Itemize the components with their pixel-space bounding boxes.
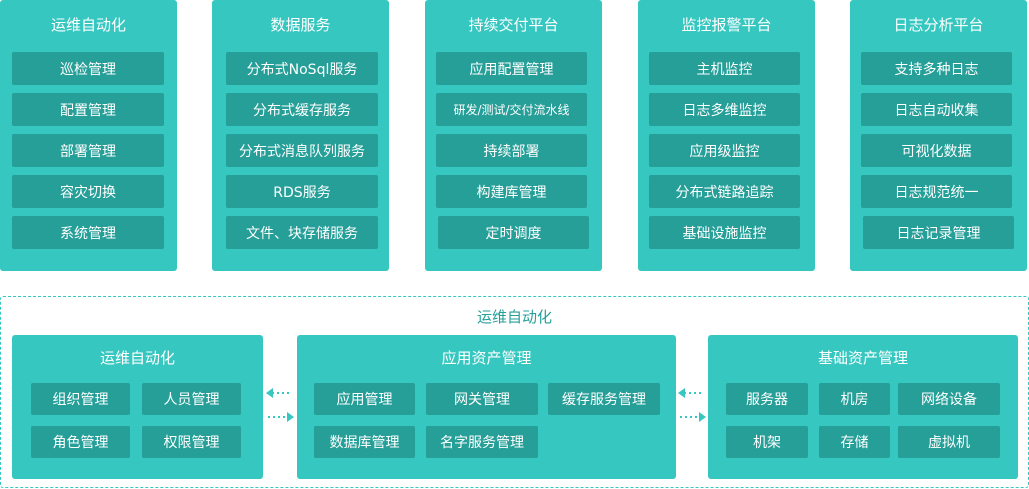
box-item: 服务器 bbox=[726, 383, 808, 415]
panel-item: 配置管理 bbox=[12, 93, 164, 126]
panel-continuous-delivery: 持续交付平台 应用配置管理 研发/测试/交付流水线 持续部署 构建库管理 定时调… bbox=[425, 0, 602, 271]
panel-item: 分布式链路追踪 bbox=[649, 175, 800, 208]
panel-item: 巡检管理 bbox=[12, 52, 164, 85]
panel-log-analysis: 日志分析平台 支持多种日志 日志自动收集 可视化数据 日志规范统一 日志记录管理 bbox=[850, 0, 1027, 271]
panel-item: 定时调度 bbox=[438, 216, 589, 249]
box-title: 应用资产管理 bbox=[441, 349, 532, 367]
panel-item: 日志记录管理 bbox=[863, 216, 1014, 249]
panel-ops-automation: 运维自动化 巡检管理 配置管理 部署管理 容灾切换 系统管理 bbox=[0, 0, 177, 271]
panel-item: 持续部署 bbox=[436, 134, 587, 167]
box-item: 网络设备 bbox=[898, 383, 1000, 415]
box-item: 名字服务管理 bbox=[426, 426, 538, 458]
panel-item: 分布式NoSql服务 bbox=[226, 52, 378, 85]
panel-item: 日志自动收集 bbox=[861, 93, 1012, 126]
panel-title: 监控报警平台 bbox=[681, 16, 772, 34]
panel-item: 基础设施监控 bbox=[649, 216, 800, 249]
panel-item: 构建库管理 bbox=[436, 175, 587, 208]
panel-title: 持续交付平台 bbox=[468, 16, 559, 34]
panel-item: 分布式缓存服务 bbox=[226, 93, 378, 126]
panel-item: 部署管理 bbox=[12, 134, 164, 167]
box-item: 存储 bbox=[819, 426, 890, 458]
box-title: 运维自动化 bbox=[99, 349, 175, 367]
box-item: 网关管理 bbox=[426, 383, 538, 415]
box-item: 缓存服务管理 bbox=[548, 383, 660, 415]
box-item: 虚拟机 bbox=[898, 426, 1000, 458]
frame-title: 运维自动化 bbox=[476, 308, 552, 326]
panel-item: 容灾切换 bbox=[12, 175, 164, 208]
box-item: 人员管理 bbox=[142, 383, 241, 415]
panel-item: 分布式消息队列服务 bbox=[226, 134, 378, 167]
panel-item: 主机监控 bbox=[649, 52, 800, 85]
box-application-assets: 应用资产管理 应用管理 网关管理 缓存服务管理 数据库管理 名字服务管理 bbox=[297, 335, 676, 479]
box-item: 组织管理 bbox=[31, 383, 130, 415]
panel-monitoring: 监控报警平台 主机监控 日志多维监控 应用级监控 分布式链路追踪 基础设施监控 bbox=[638, 0, 815, 271]
panel-title: 日志分析平台 bbox=[893, 16, 984, 34]
box-title: 基础资产管理 bbox=[817, 349, 908, 367]
panel-item: 应用配置管理 bbox=[436, 52, 587, 85]
box-item: 应用管理 bbox=[314, 383, 415, 415]
panel-item: 日志规范统一 bbox=[861, 175, 1012, 208]
bidirectional-arrows-icon bbox=[678, 388, 706, 422]
box-item: 机房 bbox=[819, 383, 890, 415]
panel-item: 文件、块存储服务 bbox=[226, 216, 378, 249]
panel-title: 运维自动化 bbox=[50, 16, 126, 34]
panel-item: 系统管理 bbox=[12, 216, 164, 249]
box-item: 机架 bbox=[726, 426, 808, 458]
box-item: 数据库管理 bbox=[314, 426, 415, 458]
panel-item: 日志多维监控 bbox=[649, 93, 800, 126]
panel-title: 数据服务 bbox=[270, 16, 331, 34]
box-item: 权限管理 bbox=[142, 426, 241, 458]
panel-item: 应用级监控 bbox=[649, 134, 800, 167]
box-infrastructure-assets: 基础资产管理 服务器 机房 网络设备 机架 存储 虚拟机 bbox=[708, 335, 1018, 479]
panel-item: 支持多种日志 bbox=[861, 52, 1012, 85]
bidirectional-arrows-icon bbox=[266, 388, 294, 422]
panel-item: 研发/测试/交付流水线 bbox=[436, 93, 587, 126]
box-ops-automation: 运维自动化 组织管理 人员管理 角色管理 权限管理 bbox=[12, 335, 263, 479]
panel-item: 可视化数据 bbox=[861, 134, 1012, 167]
panel-item: RDS服务 bbox=[226, 175, 378, 208]
box-item: 角色管理 bbox=[31, 426, 130, 458]
panel-data-services: 数据服务 分布式NoSql服务 分布式缓存服务 分布式消息队列服务 RDS服务 … bbox=[212, 0, 389, 271]
